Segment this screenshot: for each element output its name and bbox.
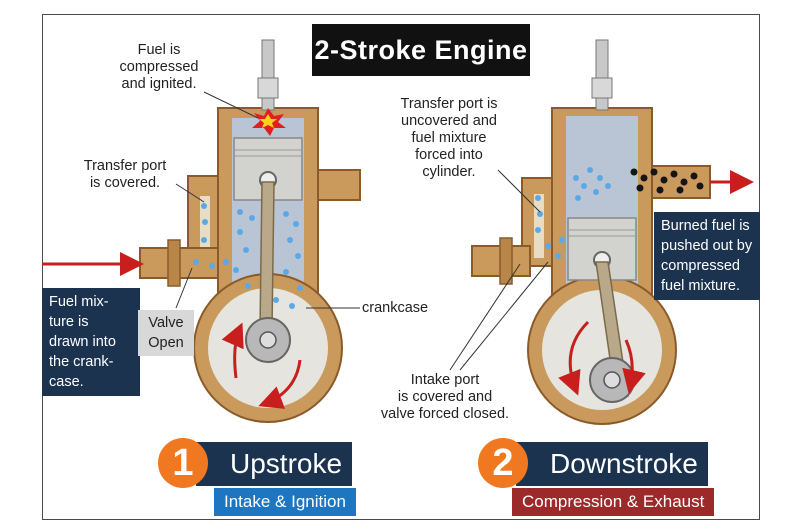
rotation-arrow-bottom bbox=[258, 359, 302, 409]
leader-valve-open bbox=[175, 267, 193, 309]
spark-plug bbox=[261, 39, 275, 111]
step-sub-intake-ignition: Intake & Ignition bbox=[214, 488, 356, 516]
connecting-rod bbox=[259, 181, 275, 331]
callout-transfer-covered: Transfer port is covered. bbox=[83, 158, 167, 191]
step-label-downstroke: Downstroke bbox=[516, 442, 708, 486]
engine-upstroke bbox=[42, 39, 361, 423]
box-burned-fuel: Burned fuel is pushed out by compressed … bbox=[654, 212, 760, 300]
leader-intake-1 bbox=[449, 263, 521, 371]
leader-intake-2 bbox=[459, 261, 549, 371]
callout-crankcase: crankcase bbox=[362, 300, 429, 316]
engine-downstroke bbox=[449, 39, 754, 425]
step-label-upstroke: Upstroke bbox=[196, 442, 353, 486]
fuel-mixture-dots bbox=[193, 203, 303, 309]
step-number-2: 2 bbox=[478, 438, 528, 488]
leader-fuel-compressed bbox=[203, 91, 259, 119]
callout-transfer-uncovered: Transfer port is uncovered and fuel mixt… bbox=[400, 96, 498, 180]
box-valve-open: Valve Open bbox=[138, 310, 194, 356]
diagram-title: 2-Stroke Engine bbox=[312, 24, 530, 76]
step-number-1: 1 bbox=[158, 438, 208, 488]
step-sub-compression-exhaust: Compression & Exhaust bbox=[512, 488, 715, 516]
box-fuel-drawn: Fuel mix- ture is drawn into the crank- … bbox=[42, 288, 140, 396]
callout-intake-closed: Intake port is covered and valve forced … bbox=[380, 372, 510, 422]
leader-transfer-covered bbox=[175, 183, 205, 203]
burned-fuel-dots bbox=[630, 168, 704, 194]
callout-fuel-compressed: Fuel is compressed and ignited. bbox=[119, 42, 199, 92]
intake-flange bbox=[167, 239, 181, 287]
exhaust-stub bbox=[314, 169, 361, 201]
rotation-arrow-left bbox=[221, 322, 244, 379]
